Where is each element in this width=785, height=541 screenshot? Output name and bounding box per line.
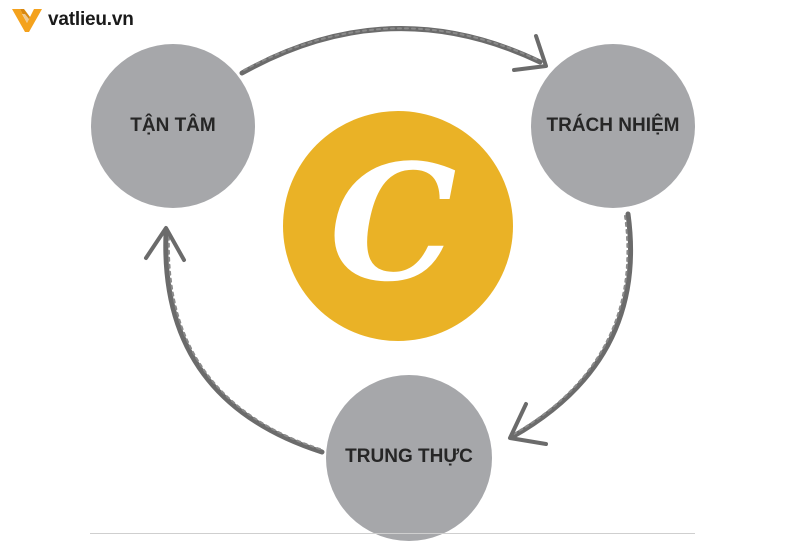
arrow-tan-tam-to-trach-nhiem bbox=[239, 26, 543, 76]
svg-text:C: C bbox=[329, 129, 456, 317]
node-label-trung-thuc: TRUNG THỰC bbox=[345, 446, 473, 467]
arrowhead-tan-tam bbox=[144, 226, 186, 262]
node-label-trach-nhiem: TRÁCH NHIỆM bbox=[546, 115, 680, 136]
logo-text: vatlieu.vn bbox=[48, 9, 134, 30]
node-label-tan-tam: TẬN TÂM bbox=[130, 115, 216, 136]
node-tan-tam: TẬN TÂM bbox=[91, 44, 255, 208]
arrowhead-trach-nhiem bbox=[512, 34, 548, 72]
arrowhead-trung-thuc bbox=[508, 402, 548, 446]
center-emblem: C bbox=[283, 111, 513, 341]
arrow-trung-thuc-to-tan-tam bbox=[163, 231, 325, 455]
center-letter: C bbox=[329, 129, 456, 317]
node-trach-nhiem: TRÁCH NHIỆM bbox=[531, 44, 695, 208]
v-chevron-logo-icon bbox=[12, 9, 42, 32]
divider bbox=[90, 533, 695, 534]
node-trung-thuc: TRUNG THỰC bbox=[326, 375, 492, 541]
arrow-trach-nhiem-to-trung-thuc bbox=[509, 211, 634, 440]
site-logo[interactable]: vatlieu.vn bbox=[10, 6, 134, 34]
